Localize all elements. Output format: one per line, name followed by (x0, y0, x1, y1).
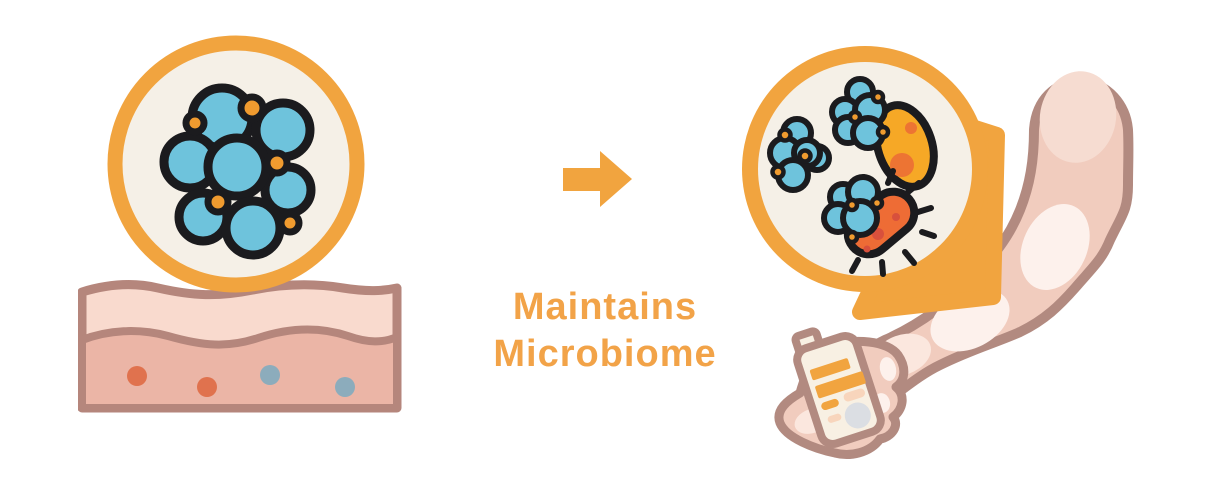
skin-cell-dot (335, 377, 355, 397)
bottle-label-stripe (827, 413, 842, 423)
bottle-label-stripe (809, 358, 851, 381)
skin-cell-dot (197, 377, 217, 397)
arm-lotion-microbiome-illustration (742, 46, 1134, 459)
microbe-cluster-icon (159, 83, 316, 260)
microbiome-bacteria-group (767, 76, 938, 277)
bottle-logo-dot (844, 402, 871, 429)
caption-line1: Maintains (512, 286, 698, 328)
caption-line2: Microbiome (493, 333, 717, 375)
bottle-label-stripe (815, 371, 866, 399)
skin-microbiome-illustration (78, 35, 402, 413)
skin-cell-dot (127, 366, 147, 386)
right-arrow-icon (563, 151, 632, 207)
skin-layers-icon (78, 280, 402, 413)
bacterium-pili (849, 168, 937, 277)
caption-maintains-microbiome: Maintains Microbiome (445, 284, 765, 378)
yellow-bean-bacterium-icon (829, 76, 938, 191)
bottle-label-stripe (821, 398, 839, 411)
blue-coccus-cluster-icon (767, 116, 832, 193)
lotion-bottle-icon (791, 327, 885, 449)
bottle-label-stripe (843, 388, 865, 402)
orange-rod-bacterium-icon (821, 168, 937, 277)
skin-cell-dot (260, 365, 280, 385)
